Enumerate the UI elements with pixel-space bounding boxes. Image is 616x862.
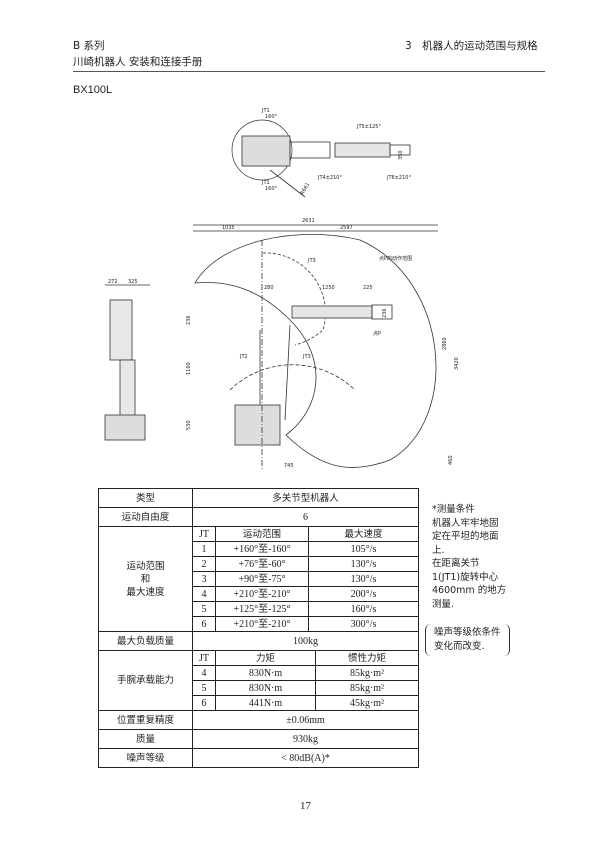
top-view: JT1 160° JT1 160° JT5±125° JT4±210° JT6±… [231,108,411,198]
table-cell: 130°/s [307,556,420,572]
noise-note: 噪声等级依条件变化而改变. [425,624,510,656]
svg-text:JT1: JT1 [261,180,270,186]
wrist-load-label: 手腕承载能力 [98,650,193,711]
svg-text:JT2: JT2 [239,354,248,360]
repeatability-value: ±0.06mm [191,710,420,730]
table-cell: 6 [192,695,216,711]
dof-value: 6 [191,507,420,527]
svg-text:JT3: JT3 [302,354,311,360]
robot-motion-range-drawing: JT1 160° JT1 160° JT5±125° JT4±210° JT6±… [104,108,460,470]
svg-text:R661: R661 [300,182,312,196]
point-p-label: 点P [373,331,381,337]
table-row: 6+210°至-210°300°/s [99,616,420,632]
svg-text:236: 236 [186,315,192,325]
mass-label: 质量 [98,729,193,749]
table-cell: 85kg·m² [314,680,420,696]
table-row: 2+76°至-60°130°/s [99,556,420,572]
svg-text:160°: 160° [265,114,278,120]
jt5-label: JT5±125° [356,124,381,130]
jt4-label: JT4±210° [317,175,342,181]
dof-label: 运动自由度 [98,507,193,527]
table-row: 5+125°至-125°160°/s [99,601,420,617]
col-jt: JT [192,526,216,542]
table-cell: +90°至-75° [215,571,309,587]
type-label: 类型 [98,488,193,508]
svg-text:236: 236 [382,308,388,318]
svg-text:2860: 2860 [442,337,448,350]
table-cell: 830N·m [215,665,316,681]
table-cell: 6 [192,616,216,632]
svg-text:225: 225 [363,285,373,291]
table-cell: +210°至-210° [215,616,309,632]
col-range: 运动范围 [215,526,309,542]
repeatability-label: 位置重复精度 [98,710,193,730]
table-cell: 200°/s [307,586,420,602]
table-row: 4+210°至-210°200°/s [99,586,420,602]
model-title: BX100L [73,84,113,96]
noise-label: 噪声等级 [98,748,193,768]
table-cell: 2 [192,556,216,572]
table-cell: +210°至-210° [215,586,309,602]
svg-text:280: 280 [264,285,274,291]
table-cell: 4 [192,586,216,602]
table-cell: 105°/s [307,541,420,557]
table-cell: 300°/s [307,616,420,632]
table-cell: 4 [192,665,216,681]
range-speed-label: 运动范围和最大速度 [98,526,193,632]
col-torque: 力矩 [215,650,316,666]
svg-text:160°: 160° [265,186,278,192]
table-cell: 160°/s [307,601,420,617]
side-view: 2631 1035 2597 点P的动作范围 280 1250 225 236 … [186,218,460,470]
table-cell: 1 [192,541,216,557]
header-manual-title: 川崎机器人 安装和连接手册 [73,56,203,68]
svg-text:530: 530 [186,420,192,430]
table-cell: 130°/s [307,571,420,587]
header-divider [73,71,545,72]
table-cell: 830N·m [215,680,316,696]
jt6-label: JT6±210° [386,175,411,181]
svg-text:2631: 2631 [302,218,315,224]
table-cell: 45kg·m² [314,695,420,711]
svg-text:272: 272 [108,279,118,285]
header-chapter: 3 机器人的运动范围与规格 [405,40,538,52]
svg-text:350: 350 [398,150,404,160]
rear-view: 272 325 [104,279,150,441]
svg-text:1160: 1160 [186,362,192,375]
noise-value: < 80dB(A)* [191,748,420,768]
page-number: 17 [300,800,311,812]
payload-value: 100kg [191,631,420,651]
table-cell: +160°至-160° [215,541,309,557]
svg-text:1250: 1250 [322,285,335,291]
point-p-range-label: 点P的动作范围 [379,255,412,262]
svg-text:1035: 1035 [222,225,235,231]
type-value: 多关节型机器人 [191,488,420,508]
header-series: B 系列 [73,40,105,52]
mass-value: 930kg [191,729,420,749]
table-cell: 85kg·m² [314,665,420,681]
payload-label: 最大负载质量 [98,631,193,651]
table-cell: +76°至-60° [215,556,309,572]
table-cell: 5 [192,680,216,696]
table-cell: JT [192,650,216,666]
table-cell: 5 [192,601,216,617]
svg-text:745: 745 [284,463,294,469]
col-inertia: 惯性力矩 [314,650,420,666]
svg-text:2597: 2597 [340,225,353,231]
table-row: 3+90°至-75°130°/s [99,571,420,587]
table-cell: 441N·m [215,695,316,711]
table-cell: 3 [192,571,216,587]
svg-text:3420: 3420 [454,357,460,370]
table-cell: +125°至-125° [215,601,309,617]
svg-text:JT3: JT3 [307,258,316,264]
jt1-label: JT1 [261,108,270,114]
svg-text:325: 325 [128,279,138,285]
svg-text:460: 460 [448,455,454,465]
col-speed: 最大速度 [307,526,420,542]
